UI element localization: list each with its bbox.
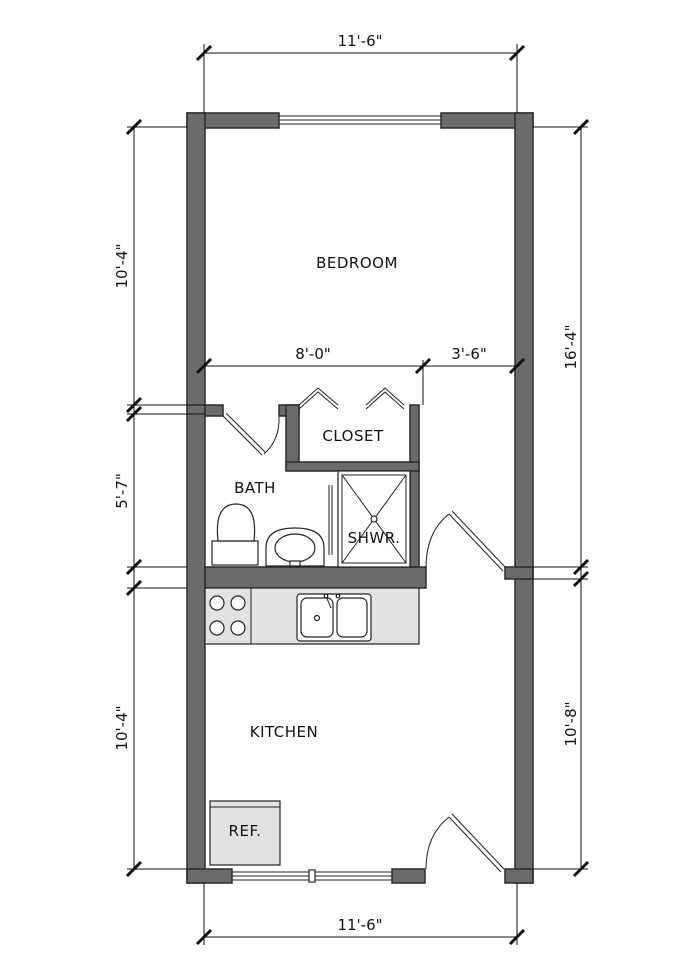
wall-kitchen-divider (204, 566, 427, 589)
dim-right-lower: 10'-8" (562, 701, 580, 746)
refrigerator (209, 800, 281, 866)
window-bottom (232, 869, 392, 883)
wall-bottom-left (186, 868, 233, 884)
dim-left-bath: 5'-7" (113, 473, 131, 509)
label-refrigerator: REF. (229, 822, 262, 840)
wall-closet-left (285, 404, 300, 469)
interior-walls (204, 404, 534, 589)
window-top (279, 115, 441, 125)
dimension-inner: 8'-0" 3'-6" (195, 345, 526, 405)
shower (328, 470, 411, 568)
dim-left-bedroom: 10'-4" (113, 243, 131, 288)
dim-bottom-width: 11'-6" (337, 916, 382, 934)
wall-bottom-right (504, 868, 534, 884)
wall-right-stub (504, 566, 534, 580)
door-bath (222, 412, 280, 456)
dim-left-kitchen: 10'-4" (113, 705, 131, 750)
label-closet: CLOSET (322, 427, 384, 445)
label-shower: SHWR. (348, 529, 401, 547)
dim-inner-right: 3'-6" (451, 345, 487, 363)
dim-right-upper: 16'-4" (562, 324, 580, 369)
label-bath: BATH (234, 479, 276, 497)
door-entry (425, 813, 505, 873)
label-bedroom: BEDROOM (316, 254, 398, 272)
wall-closet-right (409, 404, 420, 576)
bath-sink (265, 527, 325, 567)
stove (209, 595, 246, 636)
dimension-left: 10'-4" 5'-7" 10'-4" (113, 118, 205, 878)
dimension-bottom: 11'-6" (195, 883, 526, 946)
toilet (211, 503, 259, 566)
outer-walls (186, 112, 534, 884)
dim-top-width: 11'-6" (337, 32, 382, 50)
door-closet (298, 387, 405, 410)
wall-closet-bottom (285, 461, 420, 472)
dimension-right: 16'-4" 10'-8" (533, 118, 590, 878)
door-interior (425, 510, 507, 572)
wall-bottom-mid (391, 868, 426, 884)
label-kitchen: KITCHEN (250, 723, 319, 741)
kitchen-sink (296, 593, 372, 642)
dimension-top: 11'-6" (195, 32, 526, 113)
wall-left (186, 112, 206, 884)
dim-inner-left: 8'-0" (295, 345, 331, 363)
wall-right (514, 112, 534, 884)
wall-bath-top-stub (204, 404, 224, 417)
